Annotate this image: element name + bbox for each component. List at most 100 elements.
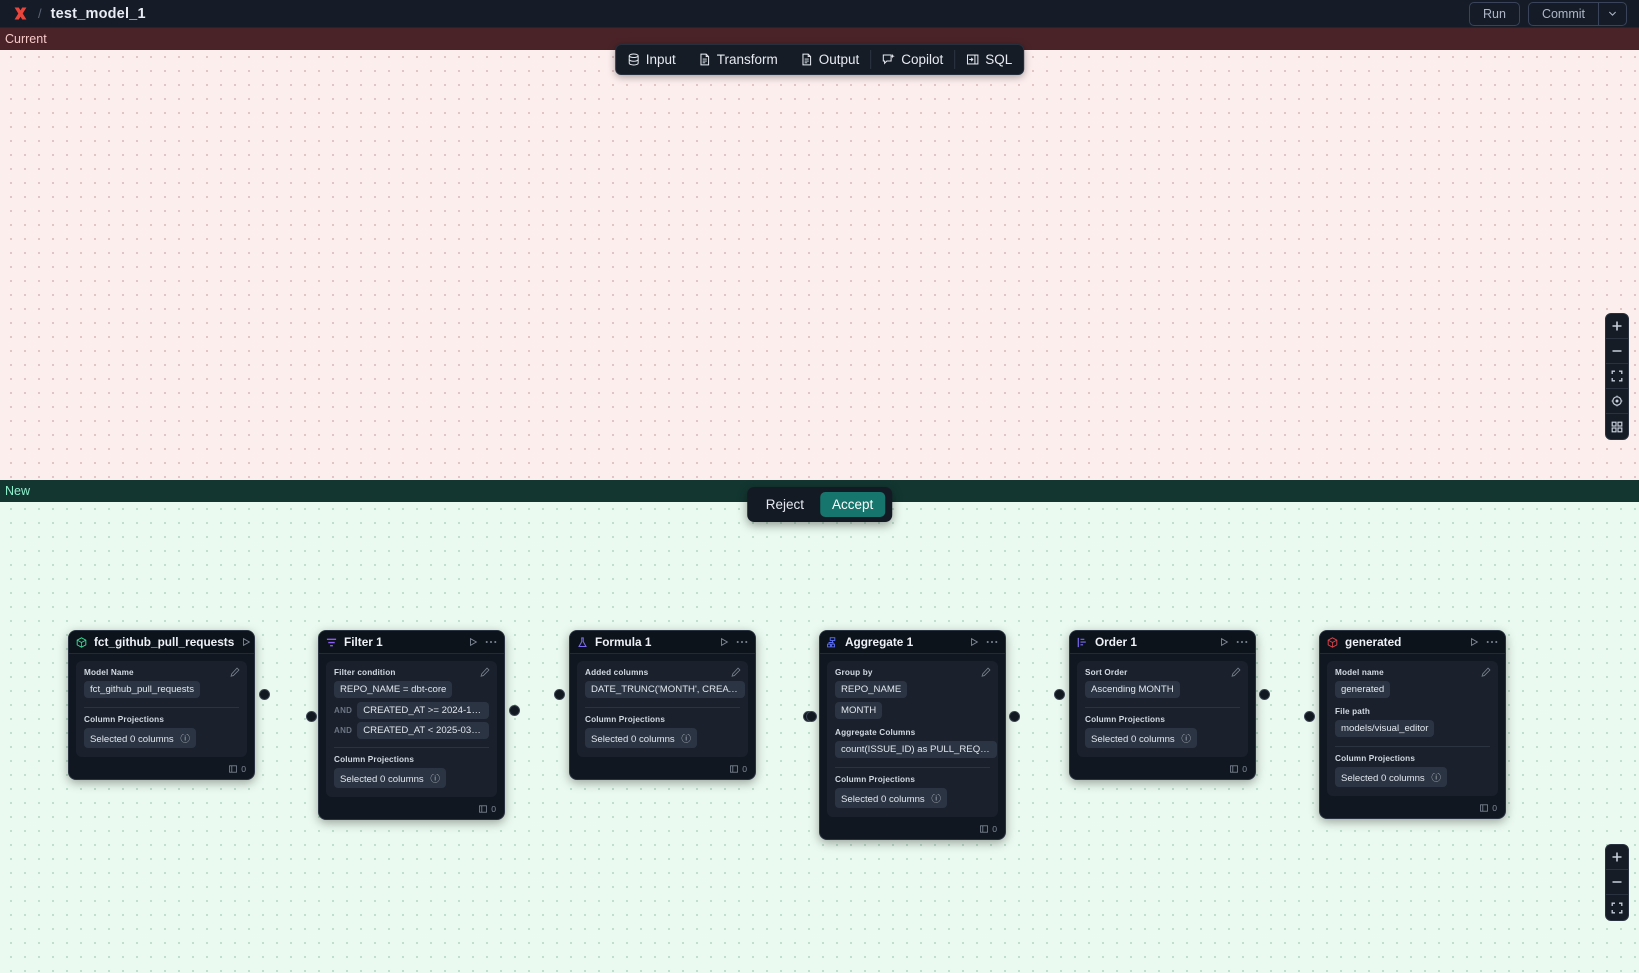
node-body: Group by REPO_NAME MONTH Aggregate Colum… — [827, 661, 998, 817]
node-header[interactable]: generated — [1320, 631, 1505, 654]
ellipsis-icon[interactable] — [1486, 640, 1498, 644]
pencil-icon[interactable] — [981, 667, 991, 677]
pencil-icon[interactable] — [731, 667, 741, 677]
node-title: fct_github_pull_requests — [94, 635, 235, 649]
play-icon[interactable] — [1219, 637, 1229, 647]
filter-chip-0[interactable]: REPO_NAME = dbt-core — [334, 681, 453, 699]
play-icon[interactable] — [241, 637, 251, 647]
node-header[interactable]: Formula 1 — [570, 631, 755, 654]
commit-button[interactable]: Commit — [1541, 6, 1585, 21]
port-filter-out[interactable] — [509, 705, 520, 716]
zoom-out-icon[interactable] — [1606, 339, 1628, 364]
flow-node-formula-1[interactable]: Formula 1 Added columns DATE_TRUNC('MONT… — [569, 630, 756, 780]
port-source-out[interactable] — [259, 689, 270, 700]
zoom-controls-bottom[interactable] — [1605, 844, 1629, 921]
field-value-column-projections[interactable]: Selected 0 columns ⓘ — [84, 728, 196, 748]
node-header[interactable]: Order 1 — [1070, 631, 1255, 654]
pencil-icon[interactable] — [1231, 667, 1241, 677]
info-icon[interactable]: ⓘ — [931, 794, 941, 805]
lock-target-icon[interactable] — [1606, 389, 1628, 414]
play-icon[interactable] — [719, 637, 729, 647]
port-order-in[interactable] — [1054, 689, 1065, 700]
port-aggregate-in[interactable] — [806, 711, 817, 722]
field-value-column-projections[interactable]: Selected 0 columns ⓘ — [1335, 767, 1447, 787]
sql-panel-icon — [966, 53, 979, 66]
filter-icon — [326, 637, 337, 648]
app-logo-icon[interactable] — [12, 5, 29, 22]
flow-node-generated[interactable]: generated Model name generated File — [1319, 630, 1506, 819]
aggregate-icon — [827, 636, 838, 648]
commit-button-group[interactable]: Commit — [1527, 1, 1627, 26]
field-value-column-projections[interactable]: Selected 0 columns ⓘ — [1085, 728, 1197, 748]
ellipsis-icon[interactable] — [485, 640, 497, 644]
info-icon[interactable]: ⓘ — [681, 734, 691, 745]
toolbar-item-copilot[interactable]: Copilot — [871, 45, 954, 74]
group-by-chip-1[interactable]: MONTH — [835, 702, 883, 720]
grid-icon[interactable] — [1606, 414, 1628, 439]
pencil-icon[interactable] — [480, 667, 490, 677]
toolbar-item-output[interactable]: Output — [789, 45, 871, 74]
toolbar-item-sql[interactable]: SQL — [955, 45, 1023, 74]
sort-icon — [1077, 637, 1088, 648]
field-value-sort-order[interactable]: Ascending MONTH — [1085, 681, 1180, 699]
ellipsis-icon[interactable] — [1236, 640, 1248, 644]
fit-view-icon[interactable] — [1606, 364, 1628, 389]
info-icon[interactable]: ⓘ — [180, 734, 190, 745]
reject-button[interactable]: Reject — [765, 497, 804, 512]
field-value-aggregate-columns[interactable]: count(ISSUE_ID) as PULL_REQUEST_... — [835, 741, 997, 759]
node-header[interactable]: Aggregate 1 — [820, 631, 1005, 654]
toolbar-item-transform[interactable]: Transform — [687, 45, 789, 74]
flow-node-filter-1[interactable]: Filter 1 Filter condition REPO_NAME = db… — [318, 630, 505, 820]
flow-node-order-1[interactable]: Order 1 Sort Order Ascending MONTH C — [1069, 630, 1256, 780]
play-icon[interactable] — [1469, 637, 1479, 647]
node-header-actions — [969, 637, 998, 647]
accept-button[interactable]: Accept — [819, 492, 886, 517]
port-formula-in[interactable] — [554, 689, 565, 700]
toolbar-label-copilot: Copilot — [901, 52, 944, 67]
node-header[interactable]: fct_github_pull_requests — [69, 631, 254, 654]
pencil-icon[interactable] — [230, 667, 240, 677]
field-value-column-projections[interactable]: Selected 0 columns ⓘ — [835, 788, 947, 808]
info-icon[interactable]: ⓘ — [1181, 734, 1191, 745]
field-value-column-projections[interactable]: Selected 0 columns ⓘ — [585, 728, 697, 748]
port-filter-in[interactable] — [306, 711, 317, 722]
top-bar-actions: Run Commit — [1469, 1, 1627, 26]
port-order-out[interactable] — [1259, 689, 1270, 700]
filter-chip-1[interactable]: CREATED_AT >= 2024-12-01 — [357, 702, 489, 719]
flow-node-fct-github-pull-requests[interactable]: fct_github_pull_requests Model Name fct_… — [68, 630, 255, 780]
port-aggregate-out[interactable] — [1009, 711, 1020, 722]
zoom-in-icon[interactable] — [1606, 845, 1628, 870]
info-icon[interactable]: ⓘ — [430, 774, 440, 785]
field-value-added-columns[interactable]: DATE_TRUNC('MONTH', CREATED_AT... — [585, 681, 745, 699]
columns-icon — [229, 765, 238, 773]
pane-new[interactable]: New fct_github_pull_requests — [0, 480, 1639, 973]
play-icon[interactable] — [969, 637, 979, 647]
zoom-controls-top[interactable] — [1605, 313, 1629, 440]
columns-icon — [730, 765, 739, 773]
chevron-down-icon[interactable] — [1598, 2, 1626, 25]
ellipsis-icon[interactable] — [736, 640, 748, 644]
info-icon[interactable]: ⓘ — [1431, 773, 1441, 784]
field-value-model-name[interactable]: fct_github_pull_requests — [84, 681, 201, 699]
database-icon — [627, 53, 640, 66]
port-generated-in[interactable] — [1304, 711, 1315, 722]
node-type-toolbar[interactable]: Input Transform Output Copilot SQL — [614, 44, 1025, 75]
top-bar: / test_model_1 Run Commit — [0, 0, 1639, 28]
play-icon[interactable] — [468, 637, 478, 647]
node-body: Filter condition REPO_NAME = dbt-core AN… — [326, 661, 497, 797]
field-value-column-projections[interactable]: Selected 0 columns ⓘ — [334, 768, 446, 788]
zoom-in-icon[interactable] — [1606, 314, 1628, 339]
fit-view-icon[interactable] — [1606, 895, 1628, 920]
toolbar-item-input[interactable]: Input — [616, 45, 687, 74]
flow-node-aggregate-1[interactable]: Aggregate 1 Group by REPO_NAME MON — [819, 630, 1006, 840]
pane-current[interactable]: Current — [0, 28, 1639, 480]
run-button[interactable]: Run — [1469, 1, 1520, 26]
field-value-file-path[interactable]: models/visual_editor — [1335, 720, 1435, 738]
zoom-out-icon[interactable] — [1606, 870, 1628, 895]
node-header[interactable]: Filter 1 — [319, 631, 504, 654]
group-by-chip-0[interactable]: REPO_NAME — [835, 681, 908, 699]
filter-chip-2[interactable]: CREATED_AT < 2025-03-01 — [357, 722, 489, 739]
ellipsis-icon[interactable] — [986, 640, 998, 644]
field-value-model-name[interactable]: generated — [1335, 681, 1391, 699]
pencil-icon[interactable] — [1481, 667, 1491, 677]
